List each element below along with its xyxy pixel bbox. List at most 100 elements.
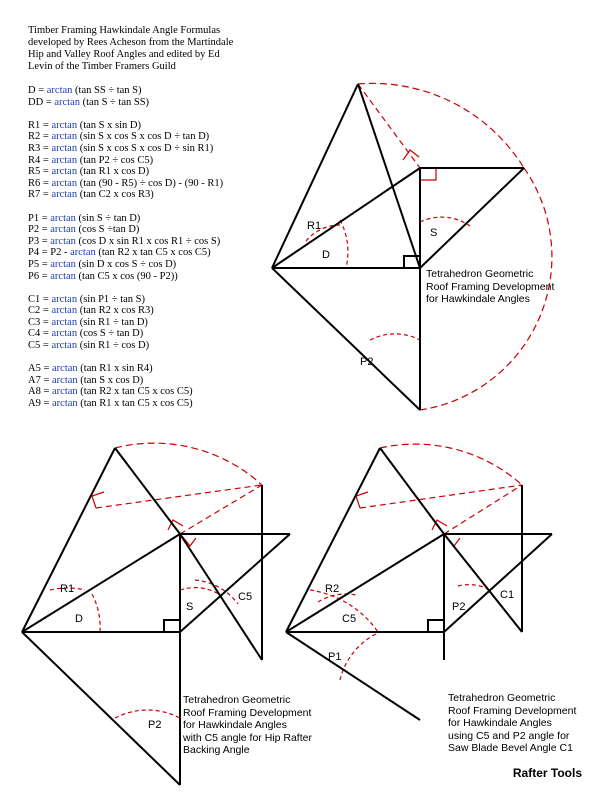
formula-expression: (tan R2 x tan C5 x cos C5) bbox=[95, 247, 211, 259]
label-c5: C5 bbox=[342, 613, 356, 625]
diagram-2: R1 D S C5 P2 bbox=[21, 442, 291, 786]
formula-function: arctan bbox=[52, 363, 78, 375]
formula-lhs: R7 = bbox=[28, 189, 52, 201]
formula-function: arctan bbox=[54, 96, 80, 108]
caption-line: with C5 angle for Hip Rafter bbox=[183, 731, 312, 744]
formula-line: R3 = arctan (sin S x cos S x cos D ÷ sin… bbox=[28, 143, 278, 155]
formula-function: arctan bbox=[51, 142, 78, 154]
formula-line: R7 = arctan (tan C2 x cos R3) bbox=[28, 189, 278, 201]
formula-lhs: D = bbox=[28, 85, 47, 96]
label-r1: R1 bbox=[307, 220, 321, 232]
formula-lhs: P2 = bbox=[28, 224, 51, 236]
formula-line: R1 = arctan (tan S x sin D) bbox=[28, 120, 278, 132]
formula-function: arctan bbox=[70, 247, 96, 259]
formula-line: P2 = arctan (cos S ÷tan D) bbox=[28, 224, 278, 236]
formula-expression: (sin R1 ÷ tan D) bbox=[77, 316, 148, 328]
formula-expression: (tan SS ÷ tan S) bbox=[72, 85, 142, 96]
caption-line: for Hawkindale Angles bbox=[426, 293, 530, 305]
caption-line: Backing Angle bbox=[183, 744, 250, 756]
diagram-1: R1 D S P2 bbox=[271, 82, 553, 411]
formula-expression: (cos S ÷ tan D) bbox=[77, 328, 144, 340]
formula-lhs: DD = bbox=[28, 96, 55, 108]
formula-expression: (sin S x cos S x cos D ÷ tan D) bbox=[77, 131, 210, 143]
formula-expression: (tan R1 x tan C5 x cos C5) bbox=[77, 398, 193, 410]
formula-lhs: R3 = bbox=[28, 142, 52, 154]
formula-function: arctan bbox=[51, 131, 78, 143]
formula-expression: (tan R2 x cos R3) bbox=[77, 305, 154, 317]
formula-expression: (tan S ÷ tan SS) bbox=[80, 96, 150, 108]
formula-lhs: R6 = bbox=[28, 177, 52, 189]
formula-expression: (sin S ÷ tan D) bbox=[75, 212, 141, 224]
formula-expression: (tan S x sin D) bbox=[77, 119, 141, 131]
formula-expression: (sin S x cos S x cos D ÷ sin R1) bbox=[77, 142, 214, 154]
formula-lhs: A5 = bbox=[28, 363, 53, 375]
construction-lines-1 bbox=[271, 82, 553, 411]
header-line: developed by Rees Acheson from the Marti… bbox=[28, 37, 234, 48]
formula-line: A8 = arctan (tan R2 x tan C5 x cos C5) bbox=[28, 386, 278, 398]
formula-line: C1 = arctan (sin P1 ÷ tan S) bbox=[28, 294, 278, 306]
formula-expression: (tan R2 x tan C5 x cos C5) bbox=[77, 386, 193, 398]
label-p1: P1 bbox=[328, 651, 341, 663]
label-c5: C5 bbox=[238, 591, 252, 603]
caption-line: for Hawkindale Angles bbox=[183, 719, 287, 731]
label-p2: P2 bbox=[452, 601, 465, 613]
formula-line: P3 = arctan (cos D x sin R1 x cos R1 ÷ c… bbox=[28, 236, 278, 248]
formula-function: arctan bbox=[52, 398, 78, 410]
formula-lhs: C3 = bbox=[28, 316, 52, 328]
formula-function: arctan bbox=[50, 258, 76, 270]
label-r1: R1 bbox=[60, 583, 74, 595]
formula-function: arctan bbox=[46, 85, 73, 96]
formula-function: arctan bbox=[51, 189, 78, 201]
formula-expression: (tan P2 ÷ cos C5) bbox=[77, 154, 154, 166]
formula-expression: (cos S ÷tan D) bbox=[75, 224, 140, 236]
formula-function: arctan bbox=[50, 270, 76, 282]
main-lines-3 bbox=[285, 447, 553, 721]
header-line: Levin of the Timber Framers Guild bbox=[28, 61, 176, 72]
label-p2: P2 bbox=[148, 719, 161, 731]
formula-list: D = arctan (tan SS ÷ tan S)DD = arctan (… bbox=[28, 85, 278, 410]
formula-lhs: R1 = bbox=[28, 119, 52, 131]
formula-line: R4 = arctan (tan P2 ÷ cos C5) bbox=[28, 155, 278, 167]
caption-diagram-3: Tetrahedron Geometric Roof Framing Devel… bbox=[448, 692, 576, 755]
main-lines-1 bbox=[271, 83, 525, 411]
formula-lhs: A9 = bbox=[28, 398, 53, 410]
formula-function: arctan bbox=[50, 212, 76, 224]
formula-line: R5 = arctan (tan R1 x cos D) bbox=[28, 166, 278, 178]
formula-function: arctan bbox=[51, 166, 78, 178]
label-s: S bbox=[186, 601, 193, 613]
caption-line: Tetrahedron Geometric bbox=[448, 692, 556, 704]
label-d: D bbox=[322, 249, 330, 261]
label-p2: P2 bbox=[360, 356, 373, 368]
formula-function: arctan bbox=[51, 328, 78, 340]
formula-lhs: C5 = bbox=[28, 340, 52, 352]
formula-lhs: P6 = bbox=[28, 270, 51, 282]
formula-lhs: R2 = bbox=[28, 131, 52, 143]
formula-expression: (sin R1 ÷ cos D) bbox=[77, 340, 150, 352]
formula-expression: (tan C2 x cos R3) bbox=[77, 189, 154, 201]
header-line: Hip and Valley Roof Angles and edited by… bbox=[28, 49, 220, 60]
formula-lhs: A8 = bbox=[28, 386, 53, 398]
formula-line: D = arctan (tan SS ÷ tan S) bbox=[28, 85, 278, 97]
formula-expression: (tan R1 x cos D) bbox=[77, 166, 150, 178]
caption-line: Tetrahedron Geometric bbox=[426, 268, 534, 280]
formula-lhs: P4 = P2 - bbox=[28, 247, 71, 259]
formula-lhs: A7 = bbox=[28, 374, 53, 386]
formula-function: arctan bbox=[51, 316, 78, 328]
formula-line: P5 = arctan (sin D x cos S ÷ cos D) bbox=[28, 259, 278, 271]
diagram-3: R2 C5 P2 C1 P1 bbox=[285, 443, 553, 721]
formula-line: C4 = arctan (cos S ÷ tan D) bbox=[28, 328, 278, 340]
caption-line: Saw Blade Bevel Angle C1 bbox=[448, 742, 573, 754]
formula-line: P6 = arctan (tan C5 x cos (90 - P2)) bbox=[28, 271, 278, 283]
formula-lhs: P3 = bbox=[28, 235, 51, 247]
formula-line: R6 = arctan (tan (90 - R5) ÷ cos D) - (9… bbox=[28, 178, 278, 190]
formula-line: C3 = arctan (sin R1 ÷ tan D) bbox=[28, 317, 278, 329]
caption-diagram-2: Tetrahedron Geometric Roof Framing Devel… bbox=[183, 694, 312, 757]
main-lines-2 bbox=[21, 447, 291, 786]
formula-lhs: C2 = bbox=[28, 305, 52, 317]
formula-lhs: P5 = bbox=[28, 258, 51, 270]
header-text: Timber Framing Hawkindale Angle Formulas… bbox=[28, 25, 278, 73]
caption-line: using C5 and P2 angle for bbox=[448, 729, 570, 742]
header-line: Timber Framing Hawkindale Angle Formulas bbox=[28, 25, 221, 36]
caption-line: for Hawkindale Angles bbox=[448, 717, 552, 729]
